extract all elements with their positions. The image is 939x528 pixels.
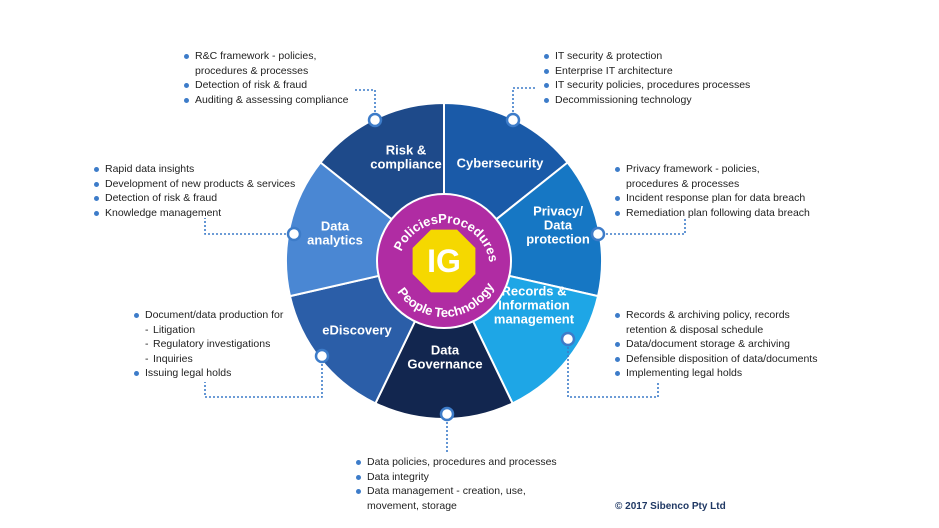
list-item: Data policies, procedures and processes: [355, 455, 557, 470]
list-item: Detection of risk & fraud: [93, 191, 295, 206]
list-item: Data integrity: [355, 470, 557, 485]
list-item: R&C framework - policies,: [183, 49, 349, 64]
list-item: Data management - creation, use,: [355, 484, 557, 499]
list-item: Litigation: [133, 323, 283, 338]
list-item: Regulatory investigations: [133, 337, 283, 352]
list-item: Document/data production for: [133, 308, 283, 323]
copyright-text: © 2017 Sibenco Pty Ltd: [615, 501, 726, 512]
connector-risk: [354, 89, 376, 120]
list-item: Enterprise IT architecture: [543, 64, 750, 79]
connector-analytics: [204, 218, 294, 235]
connector-cyber: [512, 87, 537, 120]
segment-label-risk: Risk &compliance: [370, 143, 442, 172]
ig-center-label: IG: [427, 243, 461, 279]
node-dot-analytics: [286, 226, 302, 242]
list-item: retention & disposal schedule: [626, 323, 764, 336]
node-dot-privacy: [590, 226, 606, 242]
list-item: Remediation plan following data breach: [614, 206, 810, 221]
segment-label-cyber: Cybersecurity: [457, 156, 544, 171]
privacy-list: Privacy framework - policies,procedures …: [614, 162, 810, 220]
ig-center-octagon: [412, 229, 476, 293]
list-item: Data/document storage & archiving: [614, 337, 817, 352]
list-item: Implementing legal holds: [614, 366, 817, 381]
list-item: Defensible disposition of data/documents: [614, 352, 817, 367]
list-item: Records & archiving policy, records: [614, 308, 817, 323]
list-item: Decommissioning technology: [543, 93, 750, 108]
ediscovery-list: Document/data production forLitigationRe…: [133, 308, 283, 381]
node-dot-cyber: [505, 112, 521, 128]
list-item: Auditing & assessing compliance: [183, 93, 349, 108]
list-item: procedures & processes: [195, 64, 309, 77]
list-item: Development of new products & services: [93, 177, 295, 192]
list-item: Detection of risk & fraud: [183, 78, 349, 93]
list-item: Incident response plan for data breach: [614, 191, 810, 206]
list-item: procedures & processes: [626, 177, 740, 190]
connector-privacy: [598, 218, 686, 235]
list-item: Inquiries: [133, 352, 283, 367]
node-dot-risk: [367, 112, 383, 128]
list-item: IT security policies, procedures process…: [543, 78, 750, 93]
list-item: Issuing legal holds: [133, 366, 283, 381]
list-item: Rapid data insights: [93, 162, 295, 177]
list-item: movement, storage: [367, 499, 457, 512]
node-dot-records: [560, 331, 576, 347]
connector-ediscovery: [204, 356, 323, 398]
risk-compliance-list: R&C framework - policies,procedures & pr…: [183, 49, 349, 107]
list-item: IT security & protection: [543, 49, 750, 64]
node-dot-ediscovery: [314, 348, 330, 364]
list-item: Knowledge management: [93, 206, 295, 221]
node-dot-governance: [439, 406, 455, 422]
list-item: Privacy framework - policies,: [614, 162, 810, 177]
connector-records: [567, 339, 659, 398]
segment-label-ediscovery: eDiscovery: [322, 323, 392, 338]
